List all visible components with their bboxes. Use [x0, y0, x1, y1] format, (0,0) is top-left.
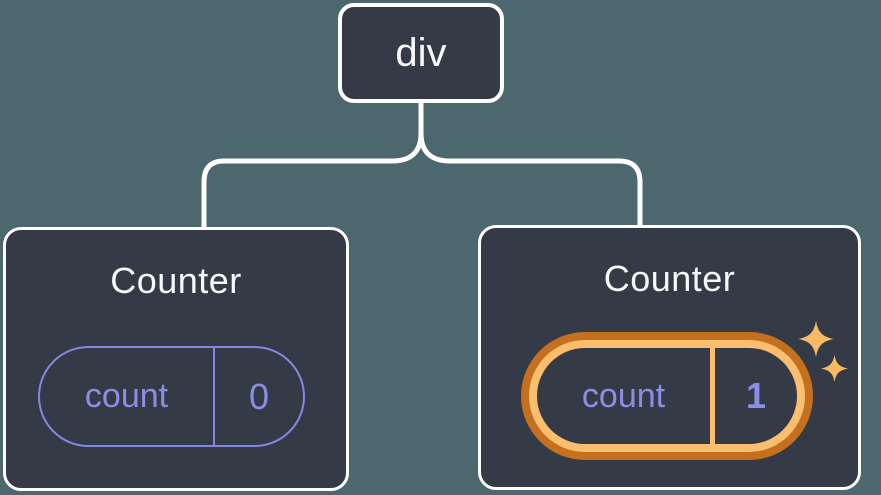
root-node-label: div — [395, 30, 447, 75]
pill-divider — [213, 348, 215, 445]
highlight-ring-inner: count 1 — [529, 340, 805, 452]
state-value: 1 — [745, 375, 767, 416]
connector-right-branch — [418, 102, 643, 227]
state-key-label: count — [84, 377, 169, 415]
state-pill: count 0 — [38, 346, 305, 447]
card-title: Counter — [110, 260, 242, 301]
pill-divider — [710, 348, 715, 444]
sparkle-icon-shape — [798, 321, 834, 357]
sparkle-icon-small — [821, 355, 848, 382]
state-pill-highlighted: count 1 — [537, 348, 797, 444]
state-key-label: count — [581, 376, 666, 415]
counter-card-right: Counter count 1 — [478, 225, 861, 490]
highlight-ring-outer: count 1 — [521, 332, 813, 460]
connector-left-branch — [201, 102, 424, 229]
counter-card-left: Counter count 0 — [3, 227, 349, 491]
sparkle-icon-large — [798, 321, 834, 357]
sparkle-icon-shape — [821, 355, 848, 382]
root-node-div: div — [338, 3, 504, 103]
state-value: 0 — [248, 375, 270, 417]
card-title: Counter — [603, 258, 736, 299]
